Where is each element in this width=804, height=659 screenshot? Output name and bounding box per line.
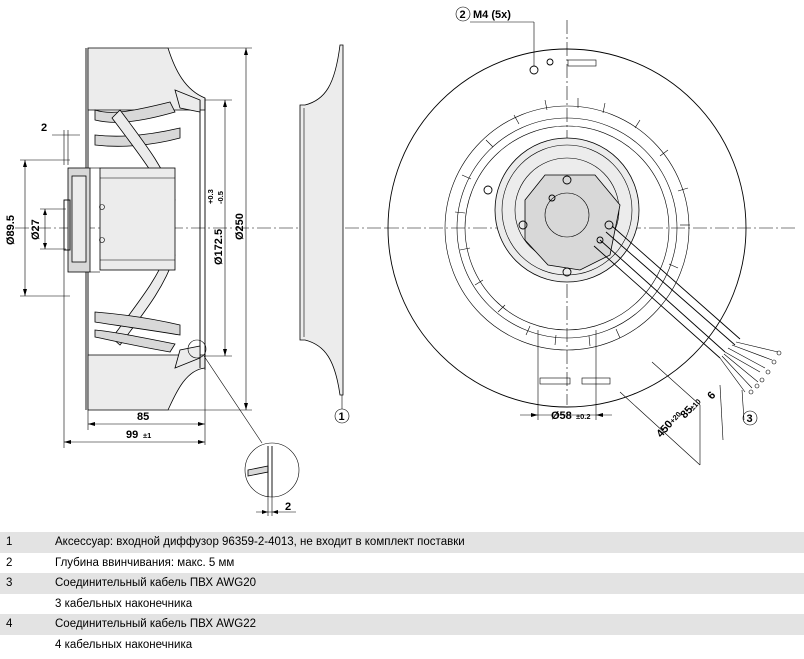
m4-thread-label: M4 (5x) [473, 9, 511, 21]
dim-d172-5-tol-up: +0.3 [206, 189, 215, 204]
legend-row: 4 Соединительный кабель ПВХ AWG22 [0, 614, 804, 635]
fan-side-view [15, 47, 385, 444]
dim-gap-2-detail: 2 [285, 501, 291, 513]
legend-table: 1 Аксессуар: входной диффузор 96359-2-40… [0, 532, 804, 655]
legend-row-text: Соединительный кабель ПВХ AWG22 [55, 618, 257, 631]
dim-d172-5-tol-dn: -0.5 [216, 191, 225, 204]
dim-width-85: 85 [137, 411, 149, 423]
callout-3: 3 [747, 413, 753, 425]
dim-d250: Ø250 [234, 213, 246, 240]
detail-view: 2 [244, 442, 300, 516]
legend-row-text: Соединительный кабель ПВХ AWG20 [55, 577, 257, 590]
dim-d58-tol: ±0.2 [576, 412, 591, 421]
legend-row: 1 Аксессуар: входной диффузор 96359-2-40… [0, 532, 804, 553]
legend-row: 3 Соединительный кабель ПВХ AWG20 [0, 573, 804, 594]
callout-2-circle [455, 6, 471, 22]
technical-drawing: Ø89.5 Ø27 2 Ø172.5 +0.3 -0.5 Ø250 85 [5, 6, 795, 516]
legend-row-text: Аксессуар: входной диффузор 96359-2-4013… [55, 536, 465, 549]
legend-row: 3 кабельных наконечника [0, 594, 804, 615]
inlet-diffuser-profile: 1 [299, 44, 350, 424]
legend-row-text: 3 кабельных наконечника [55, 597, 193, 610]
dim-d172-5: Ø172.5 [213, 229, 225, 265]
legend-row: 2 Глубина ввинчивания: макс. 5 мм [0, 553, 804, 574]
side-view-dimensions: Ø89.5 Ø27 2 Ø172.5 +0.3 -0.5 Ø250 85 [5, 47, 252, 448]
dim-gap-2-top: 2 [41, 122, 47, 134]
callout-2: 2 [460, 9, 466, 21]
callout-3-circle [742, 410, 758, 426]
legend-row: 4 кабельных наконечника [0, 635, 804, 656]
legend-row-number: 2 [6, 556, 13, 569]
dim-d27: Ø27 [30, 219, 42, 240]
dim-width-99: 99 [126, 429, 138, 441]
dim-d58: Ø58 [551, 410, 572, 422]
legend-row-number: 3 [6, 577, 13, 590]
legend-row-text: Глубина ввинчивания: макс. 5 мм [55, 556, 235, 569]
fan-front-view [385, 20, 795, 408]
dim-d89-5: Ø89.5 [5, 215, 17, 245]
legend-row-number: 1 [6, 536, 13, 549]
legend-row-text: 4 кабельных наконечника [55, 638, 193, 651]
callout-1: 1 [339, 411, 345, 423]
legend-row-number: 4 [6, 618, 13, 631]
dim-cable-6: 6 [705, 389, 718, 402]
dim-width-99-tol: ±1 [143, 431, 151, 440]
